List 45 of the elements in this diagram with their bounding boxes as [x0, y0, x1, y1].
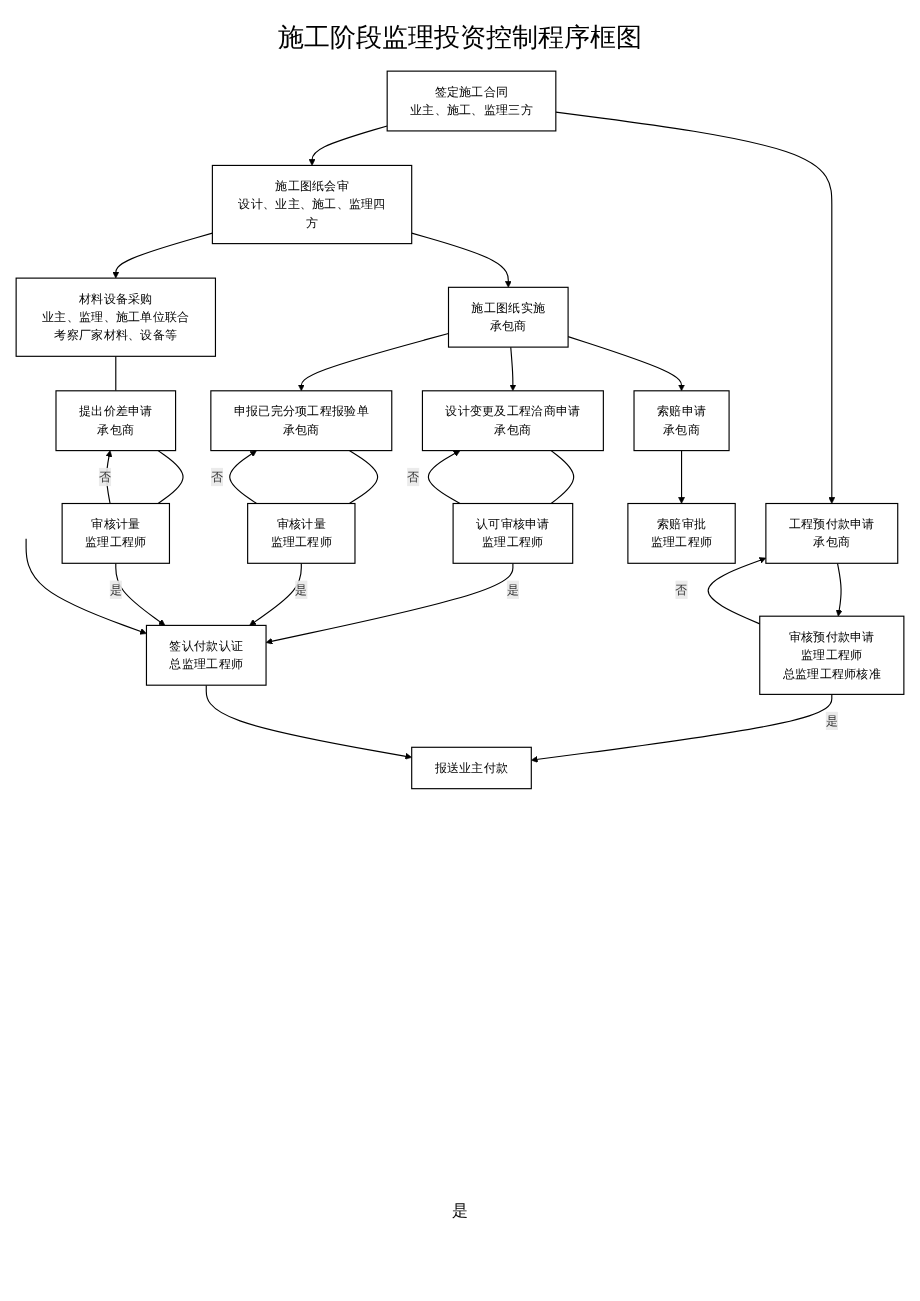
- node-box: 提出价差申请 承包商: [55, 390, 177, 452]
- arrow: [411, 232, 512, 288]
- arrow: [427, 450, 461, 505]
- arrow: [205, 684, 412, 760]
- connector: [550, 450, 575, 505]
- arrow: [835, 562, 843, 617]
- node-box: 签定施工合同 业主、施工、监理三方: [386, 70, 557, 132]
- arrow: [308, 125, 388, 166]
- diagram-title: 施工阶段监理投资控制程序框图: [277, 21, 643, 54]
- node-box: 认可审核申请 监理工程师: [452, 502, 574, 564]
- arrow: [509, 346, 517, 392]
- note-text: 是: [452, 1201, 468, 1220]
- node-box: 签认付款认证 总监理工程师: [145, 624, 267, 686]
- connector: [348, 450, 379, 505]
- node-box: 报送业主付款: [411, 746, 532, 790]
- arrow: [531, 693, 833, 763]
- node-box: 工程预付款申请 承包商: [765, 502, 899, 564]
- node-box: 索赔申请 承包商: [633, 390, 730, 452]
- arrow: [115, 562, 166, 626]
- node-box: 审核计量 监理工程师: [61, 502, 171, 564]
- edge-label: 否: [407, 469, 420, 484]
- node-box: 索赔审批 监理工程师: [627, 502, 736, 564]
- node-box: 施工图纸会审 设计、业主、施工、监理四方: [211, 164, 413, 245]
- edge-label: 是: [506, 582, 520, 597]
- arrow: [249, 562, 302, 626]
- node-box: 材料设备采购 业主、监理、施工单位联合考察厂家材料、设备等: [15, 277, 217, 357]
- arrow: [25, 538, 147, 635]
- arrow: [229, 450, 258, 505]
- arrow: [707, 557, 767, 625]
- node-box: 设计变更及工程洽商申请 承包商: [421, 390, 604, 452]
- node-box: 施工图纸实施 承包商: [447, 286, 569, 348]
- arrow: [112, 232, 213, 279]
- node-box: 审核预付款申请 监理工程师 总监理工程师核准: [759, 615, 905, 695]
- edge-label: 是: [295, 582, 308, 597]
- arrow: [678, 450, 685, 504]
- connector: [157, 450, 184, 505]
- arrow: [555, 111, 836, 504]
- edge-label: 否: [675, 582, 688, 597]
- edge-label: 是: [825, 713, 838, 728]
- node-box: 申报已完分项工程报验单 承包商: [210, 390, 393, 452]
- edge-label: 否: [98, 469, 112, 484]
- edge-label: 否: [210, 469, 224, 484]
- edge-label: 是: [109, 582, 122, 597]
- connector: [115, 355, 117, 392]
- node-box: 审核计量 监理工程师: [247, 502, 356, 564]
